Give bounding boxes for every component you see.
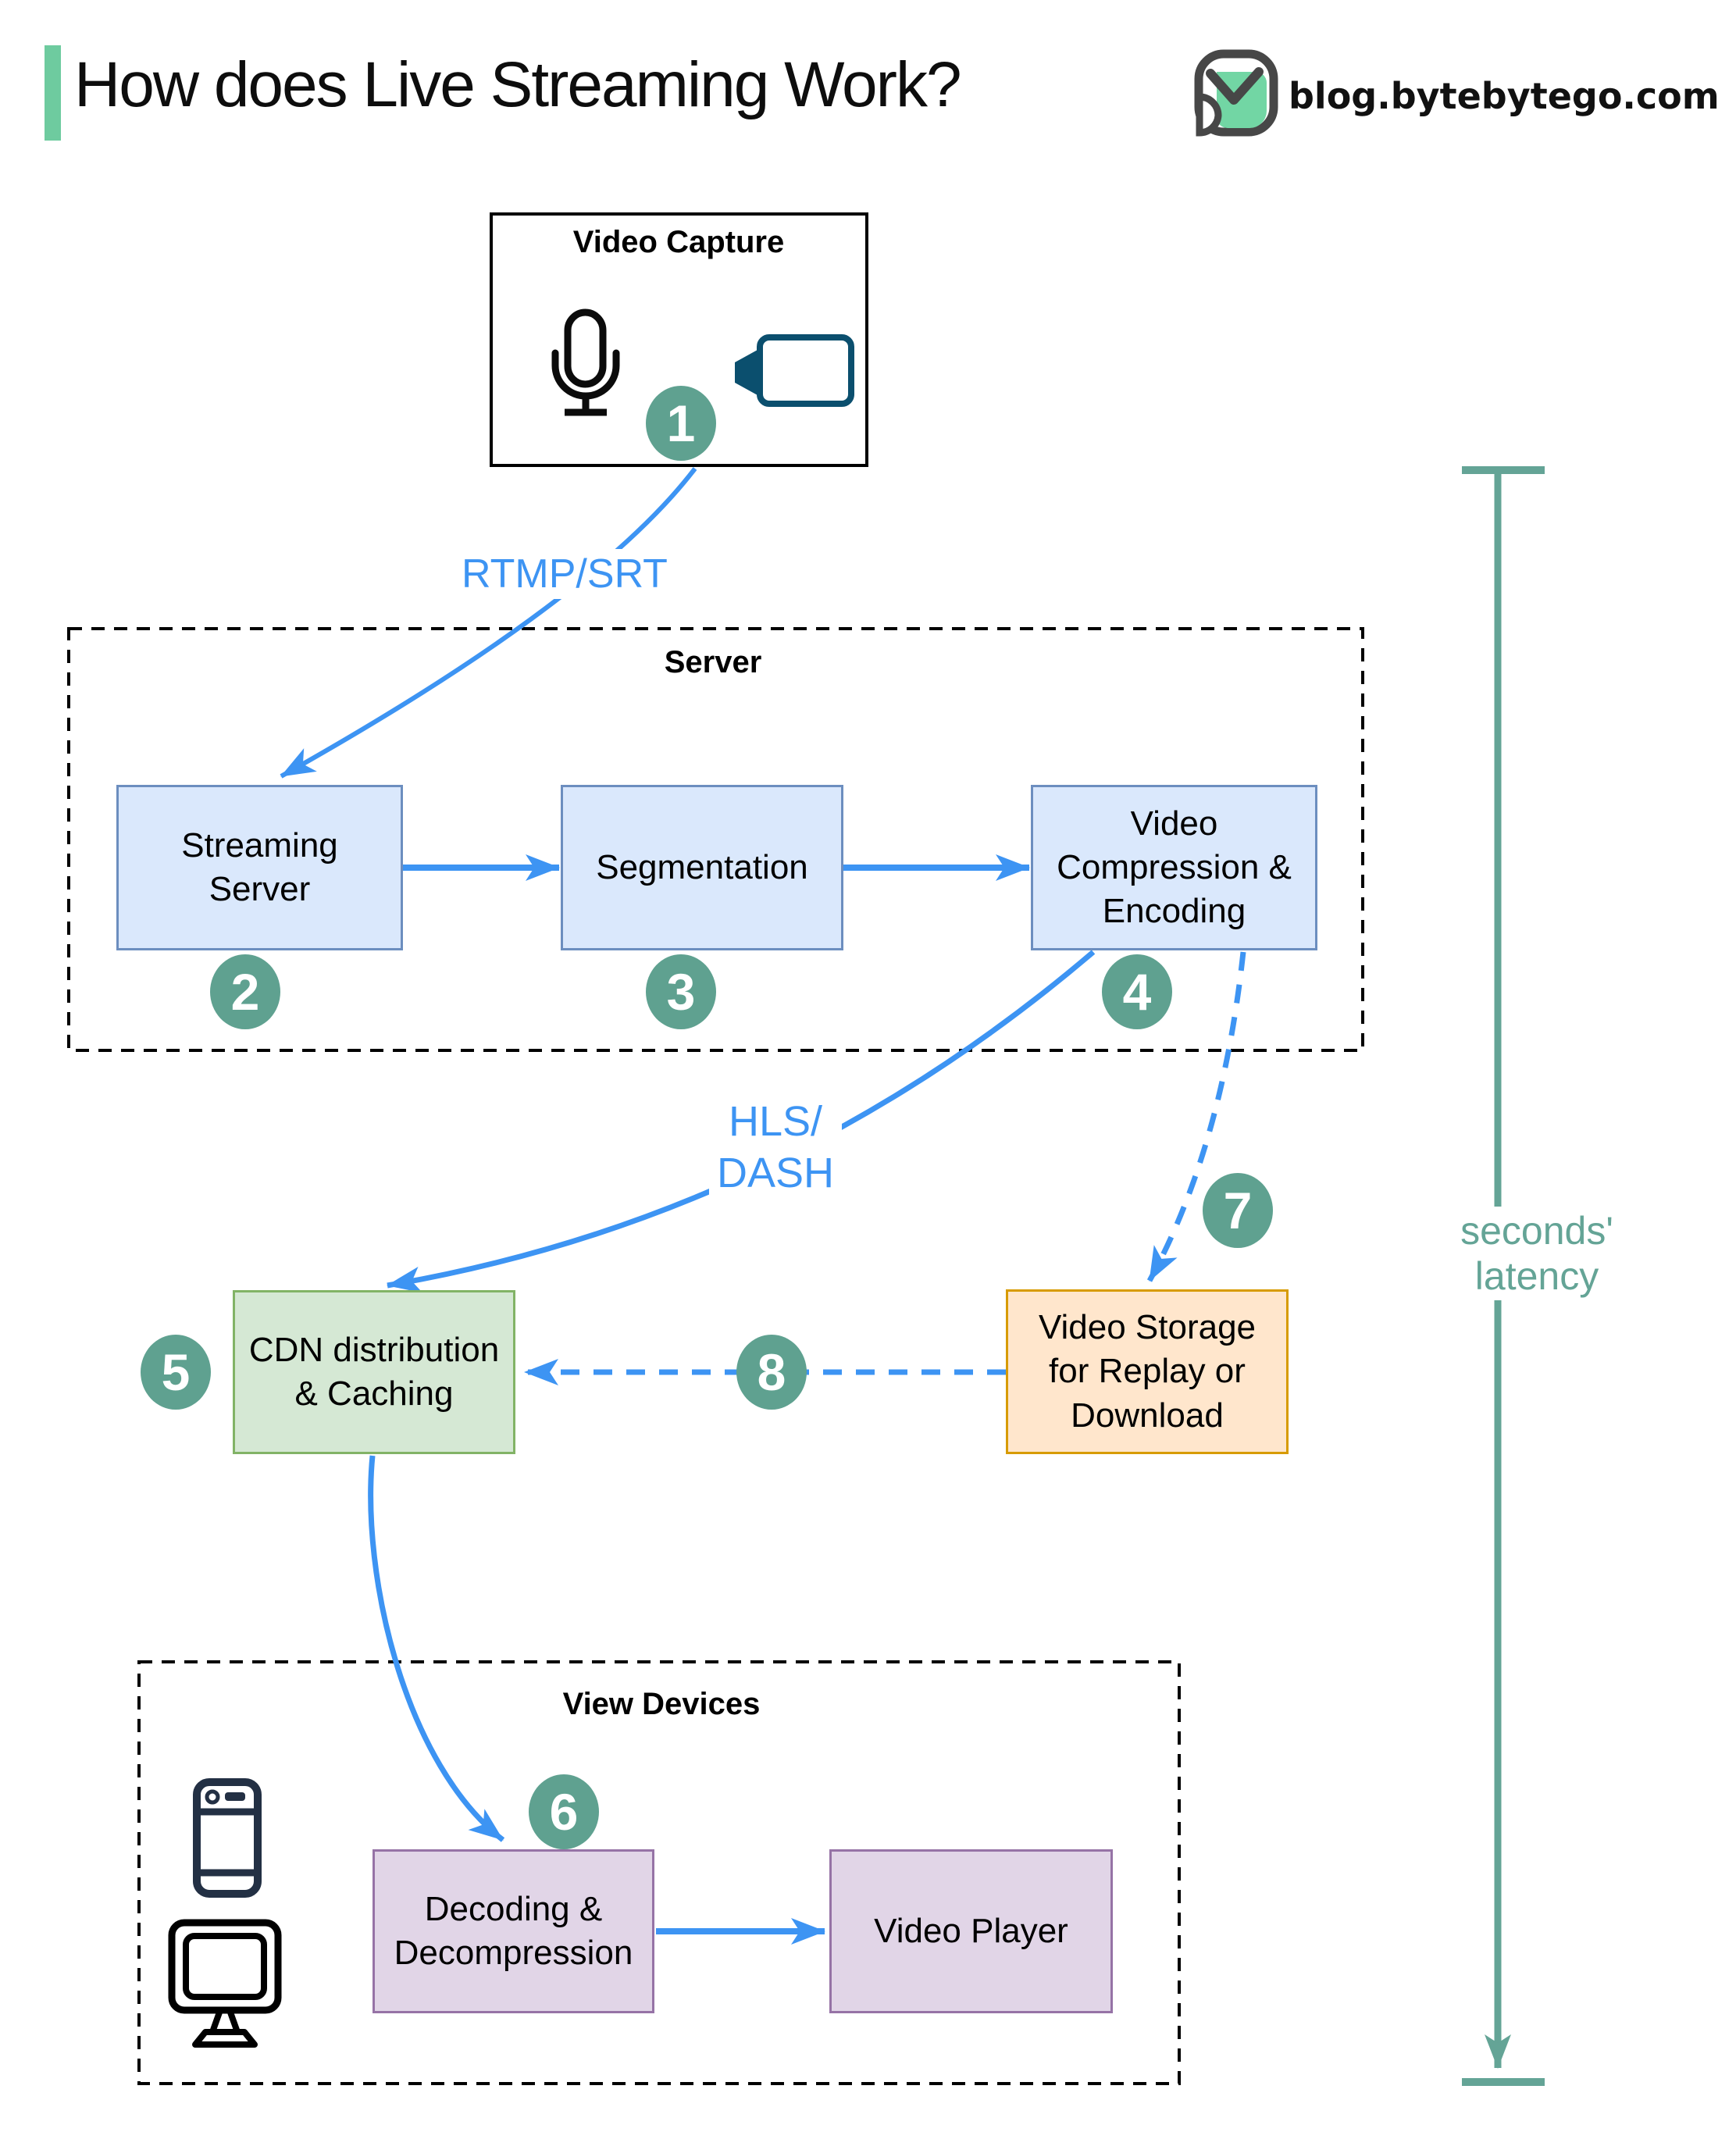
view-devices-group-title: View Devices: [562, 1687, 761, 1721]
cdn-distribution-caching-label: CDN distribution & Caching: [248, 1330, 500, 1413]
node-video-storage: Video Storage for Replay or Download: [1006, 1289, 1289, 1454]
server-group-title: Server: [664, 645, 762, 679]
step-badge-1: 1: [646, 386, 716, 461]
streaming-server-label: Streaming Server: [181, 825, 338, 908]
step-badge-2: 2: [210, 954, 280, 1029]
site-url: blog.bytebytego.com: [1289, 75, 1720, 117]
node-streaming-server: Streaming Server: [116, 785, 403, 950]
arrow-cdn-to-decoding: [368, 1455, 505, 1842]
step-badge-7: 7: [1203, 1173, 1273, 1248]
step-badge-3: 3: [646, 954, 716, 1029]
step-badge-5: 5: [141, 1335, 211, 1410]
node-video-player: Video Player: [829, 1849, 1113, 2013]
node-cdn-distribution-caching: CDN distribution & Caching: [233, 1290, 515, 1454]
view-devices-group-box: [137, 1660, 1181, 2085]
video-player-label: Video Player: [874, 1911, 1068, 1950]
step-badge-8: 8: [736, 1335, 807, 1410]
hls-dash-edge-label: HLS/ DASH: [708, 1095, 843, 1201]
segmentation-label: Segmentation: [596, 847, 808, 886]
rtmp-srt-edge-label: RTMP/SRT: [454, 549, 676, 599]
step-badge-4: 4: [1102, 954, 1172, 1029]
arrow-capture-to-streaming: [280, 467, 697, 779]
page-title: How does Live Streaming Work?: [74, 49, 962, 120]
step-badge-6: 6: [529, 1774, 599, 1849]
server-group-box: [67, 627, 1364, 1052]
arrow-compression-to-storage-dashed: [1146, 951, 1246, 1282]
title-accent-bar: [45, 45, 61, 141]
video-compression-encoding-label: Video Compression & Encoding: [1057, 804, 1292, 931]
video-storage-label: Video Storage for Replay or Download: [1038, 1308, 1257, 1435]
seconds-latency-label: seconds' latency: [1437, 1207, 1637, 1300]
node-segmentation: Segmentation: [561, 785, 843, 950]
video-capture-group-title: Video Capture: [572, 225, 785, 259]
node-video-compression-encoding: Video Compression & Encoding: [1031, 785, 1317, 950]
node-decoding-decompression: Decoding & Decompression: [373, 1849, 654, 2013]
decoding-decompression-label: Decoding & Decompression: [394, 1889, 633, 1972]
